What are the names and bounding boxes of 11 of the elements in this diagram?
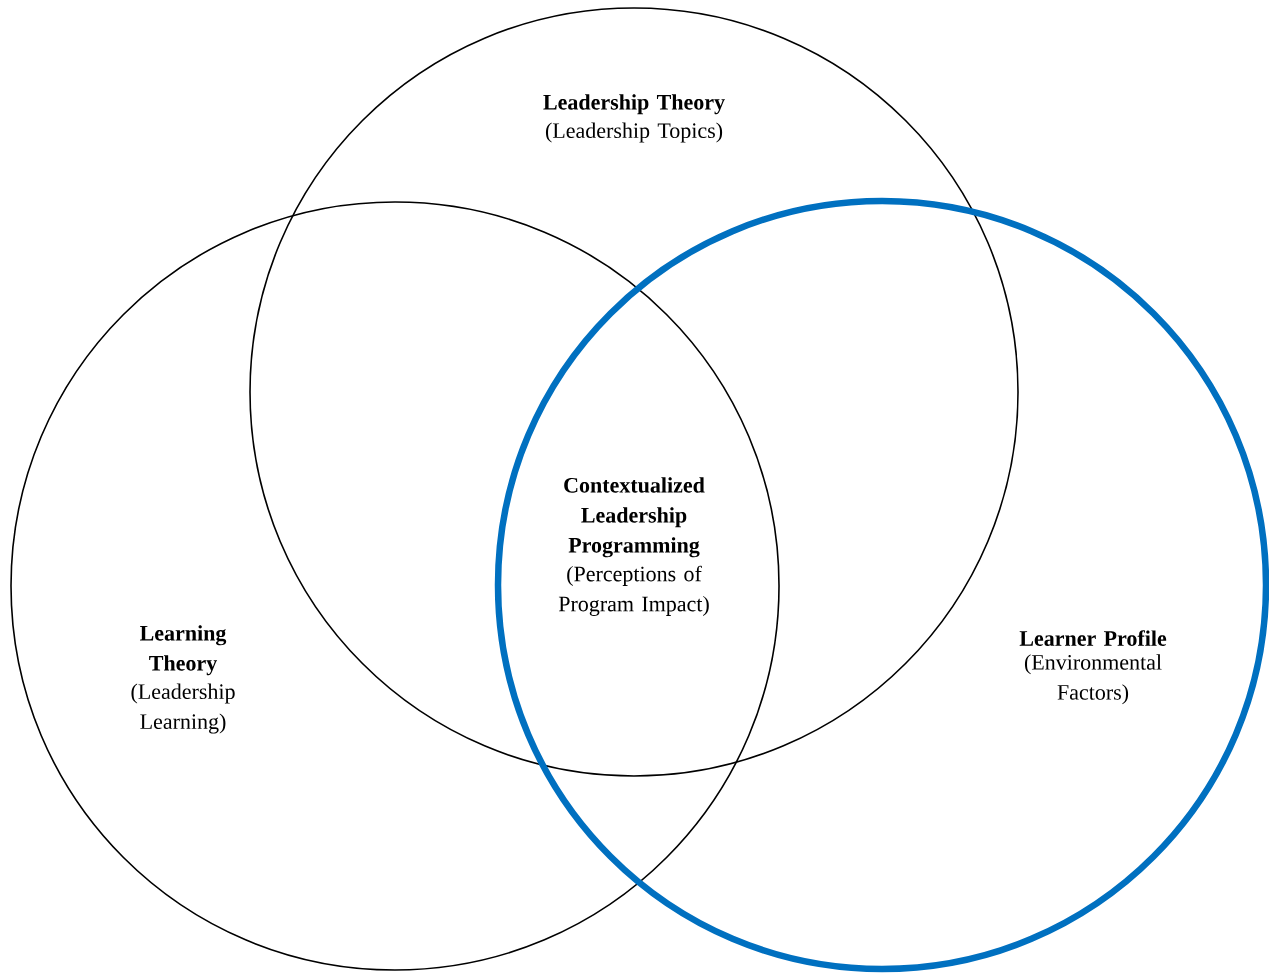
circle-heading: Learner Profile (1019, 630, 1167, 646)
circle (494, 197, 1269, 973)
circle-heading: Learning Theory (140, 625, 227, 676)
circle-heading: Leadership Theory (543, 94, 725, 115)
circle-subtitle: (Leadership Learning) (131, 683, 235, 734)
circle-subtitle: (Leadership Topics) (545, 122, 723, 143)
circle-subtitle: (Environmental Factors) (1024, 654, 1162, 705)
overlap-subtitle: (Perceptions of Program Impact) (558, 565, 709, 616)
circle (249, 7, 1019, 777)
overlap-heading: Contextualized Leadership Programming (564, 477, 705, 558)
circle (10, 201, 780, 971)
